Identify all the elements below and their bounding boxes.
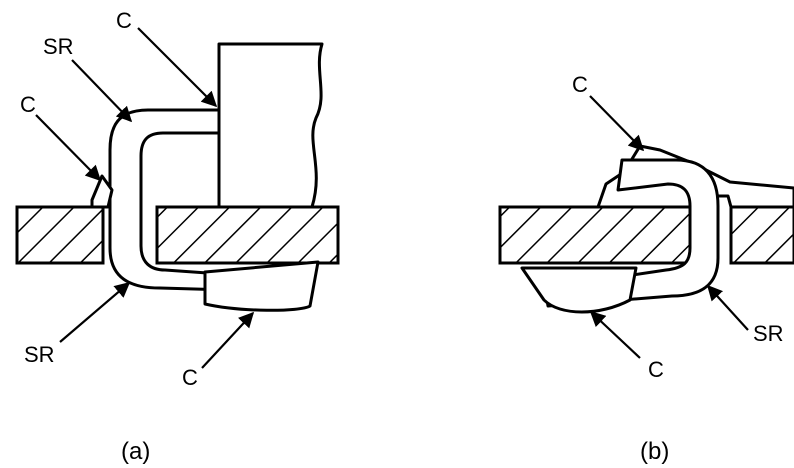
caption-b: (b): [640, 438, 669, 465]
label-c-bottom-b: C: [648, 357, 664, 382]
plate-left-segment: [15, 205, 105, 265]
staple-body-b: [543, 158, 720, 308]
label-c-bottom-a: C: [182, 365, 198, 390]
leader-sr-right-b: [706, 284, 749, 331]
leader-c-bottom-b: [589, 310, 641, 359]
leader-c-top-b: [589, 95, 645, 152]
label-c-top-b: C: [572, 72, 588, 97]
upright-block: [217, 42, 324, 209]
panel-b: C SR C (b): [498, 72, 794, 465]
plate-right-segment-b: [729, 205, 794, 265]
leader-sr-top-a: [71, 59, 133, 123]
staple-clinched-leg-b: [520, 266, 638, 314]
leader-c-bottom-a: [201, 311, 255, 369]
staple-clinched-leg: [203, 260, 320, 312]
panel-a: C SR C SR C (a): [15, 8, 340, 465]
leader-c-top-a: [137, 27, 218, 108]
plate-left-segment-b: [498, 205, 692, 265]
label-sr-bottom-a: SR: [24, 342, 55, 367]
plate-right-segment: [155, 205, 340, 265]
label-sr-top-a: SR: [43, 34, 74, 59]
leader-c-left-a: [35, 114, 102, 182]
leader-sr-bottom-a: [59, 281, 131, 343]
caption-a: (a): [121, 438, 150, 465]
label-c-top-a: C: [116, 8, 132, 33]
label-c-left-a: C: [20, 92, 36, 117]
label-sr-right-b: SR: [753, 321, 784, 346]
